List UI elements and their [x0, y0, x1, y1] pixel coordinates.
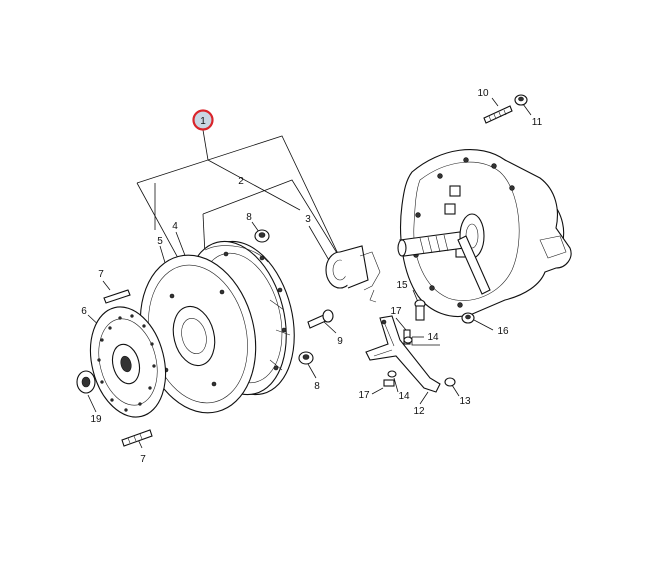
leader-lines: [87, 97, 532, 449]
callout-17-lower: 17: [358, 390, 370, 401]
bolt-15: [414, 299, 426, 321]
callout-14-upper: 14: [427, 332, 439, 343]
callout-1: 1: [200, 116, 206, 127]
highlighted-callout-1: [192, 109, 214, 131]
callout-9: 9: [337, 336, 343, 347]
clutch-disc-6: [89, 306, 167, 418]
nut-8-lower: [298, 351, 314, 365]
callout-7-upper: 7: [98, 269, 104, 280]
callout-8-lower: 8: [314, 381, 320, 392]
callout-13: 13: [459, 396, 471, 407]
nut-8-upper: [254, 229, 270, 243]
callout-11: 11: [532, 117, 543, 128]
callout-2: 2: [238, 176, 244, 187]
pilot-bearing-19: [76, 370, 96, 394]
callout-15: 15: [396, 280, 408, 291]
clip-14-lower: [387, 370, 397, 378]
callout-16: 16: [497, 326, 509, 337]
callout-4: 4: [172, 221, 178, 232]
bolt-9: [307, 309, 334, 329]
dowel-pin-7-upper: [103, 289, 131, 304]
callout-labels: 1 2 3 4 5 6 7 7 8 8 9 10 11 12 13 14 14 …: [81, 88, 542, 465]
nut-11: [514, 94, 528, 106]
release-bearing-3: [325, 245, 381, 303]
pin-17-lower: [383, 379, 395, 387]
dowel-pin-7-lower: [121, 429, 153, 447]
washer-13: [444, 377, 456, 387]
stud-10: [483, 105, 513, 124]
bushing-16: [461, 312, 475, 324]
flywheel-5: [139, 254, 257, 414]
callout-7-lower: 7: [140, 454, 146, 465]
callout-14-lower: 14: [398, 391, 410, 402]
callout-3: 3: [305, 214, 311, 225]
callout-17-upper: 17: [390, 306, 402, 317]
gearbox-housing: [397, 149, 572, 317]
callout-12: 12: [413, 406, 425, 417]
callout-5: 5: [157, 236, 163, 247]
callout-19: 19: [90, 414, 102, 425]
callout-6: 6: [81, 306, 87, 317]
callout-8-upper: 8: [246, 212, 252, 223]
release-fork-12: [365, 315, 441, 393]
clip-14-upper: [403, 336, 413, 344]
callout-10: 10: [477, 88, 489, 99]
